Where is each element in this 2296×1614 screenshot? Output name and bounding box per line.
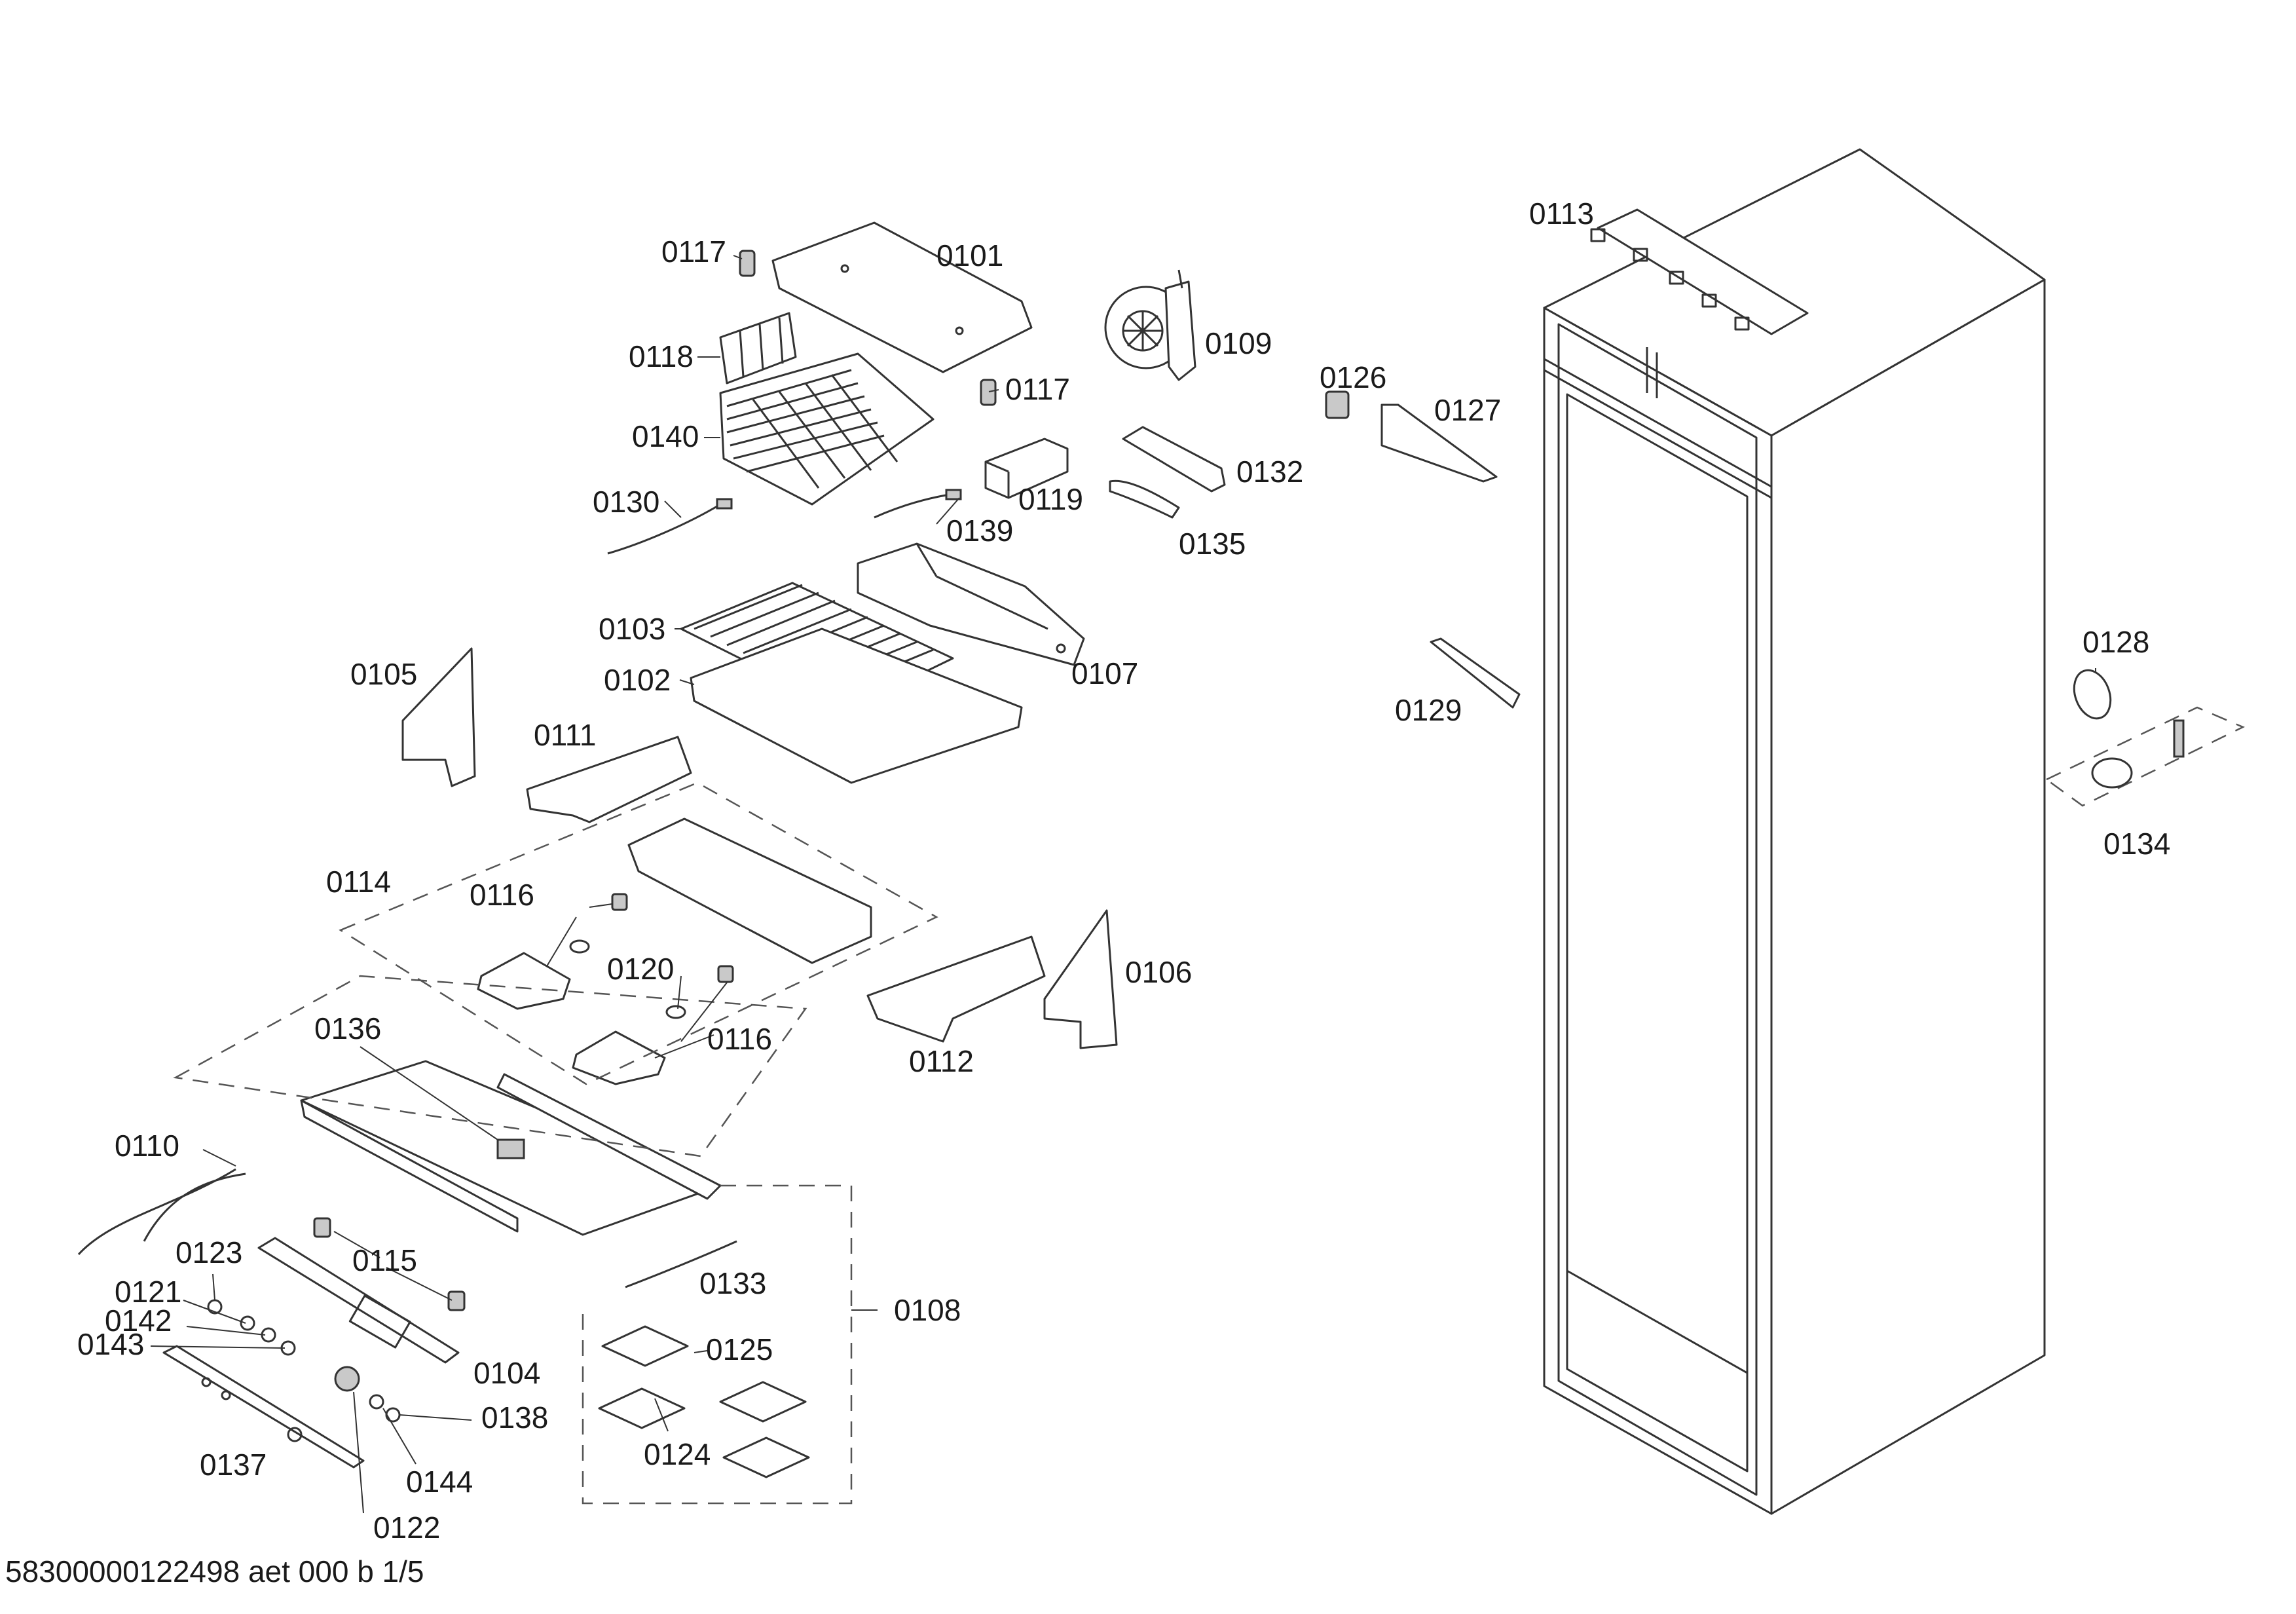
- part-label-0111: 0111: [534, 718, 597, 752]
- wire-harness-drawing: [607, 503, 721, 555]
- part-label-0117: 0117: [661, 235, 726, 269]
- part-label-0106: 0106: [1125, 955, 1192, 989]
- lamp-bracket-drawing: [627, 817, 872, 964]
- evaporator-drawing: [719, 352, 935, 506]
- handle-drawing: [1109, 479, 1180, 519]
- switch-drawing: [313, 1217, 331, 1238]
- holder-drawing: [526, 736, 692, 823]
- hinge-kit-drawing: [2045, 706, 2245, 807]
- front-plate-drawing: [162, 1345, 365, 1469]
- knob-drawing: [385, 1407, 401, 1423]
- lower-holder-drawing: [866, 935, 1046, 1043]
- part-label-0144: 0144: [406, 1465, 473, 1499]
- assembly-boundary: [173, 975, 807, 1157]
- part-label-0123: 0123: [176, 1235, 242, 1269]
- cabinet-drawing: [1543, 148, 2046, 1515]
- ring-drawing: [2073, 669, 2112, 720]
- assembly-boundary: [582, 1184, 853, 1505]
- part-label-0132: 0132: [1236, 455, 1303, 489]
- part-label-0104: 0104: [473, 1356, 540, 1390]
- part-label-0142: 0142: [105, 1304, 172, 1338]
- part-label-0119: 0119: [1018, 482, 1083, 516]
- handle-drawing: [1122, 426, 1226, 493]
- part-labels: 0117 0101 0118 0109 0117 0140 0119 0132 …: [77, 197, 2170, 1545]
- part-label-0124: 0124: [644, 1437, 711, 1471]
- label-plate-drawing: [1380, 404, 1498, 483]
- part-label-0113: 0113: [1529, 197, 1594, 231]
- insulation-block-drawing: [719, 312, 797, 385]
- document-code: 58300000122498 aet 000 b 1/5: [5, 1554, 424, 1588]
- part-label-0117: 0117: [1005, 372, 1070, 406]
- side-bracket-drawing: [401, 647, 476, 787]
- knob-drawing: [334, 1366, 360, 1392]
- part-label-0135: 0135: [1179, 527, 1246, 561]
- clip-drawing: [980, 379, 997, 406]
- part-label-0130: 0130: [593, 485, 659, 519]
- drip-tray-drawing: [690, 628, 1023, 784]
- lamp-cover-drawing: [477, 893, 734, 1085]
- control-housing-drawing: [300, 1060, 722, 1236]
- part-label-0120: 0120: [607, 952, 674, 986]
- part-label-0105: 0105: [350, 657, 417, 691]
- part-label-0116: 0116: [707, 1022, 772, 1056]
- side-bracket-drawing: [1043, 909, 1118, 1049]
- part-label-0116: 0116: [470, 878, 534, 912]
- part-label-0122: 0122: [373, 1511, 440, 1545]
- part-label-0139: 0139: [946, 514, 1013, 548]
- part-label-0112: 0112: [909, 1044, 974, 1078]
- part-label-0138: 0138: [481, 1400, 548, 1435]
- air-duct-drawing: [857, 542, 1085, 666]
- clip-drawing: [739, 250, 756, 277]
- part-label-0133: 0133: [699, 1266, 766, 1300]
- part-label-0125: 0125: [706, 1332, 773, 1366]
- part-label-0109: 0109: [1205, 326, 1272, 360]
- assembly-boundary: [339, 781, 938, 1085]
- wire-harness-drawing: [874, 493, 950, 519]
- part-label-0129: 0129: [1395, 693, 1462, 727]
- part-label-0126: 0126: [1320, 360, 1386, 394]
- part-label-0136: 0136: [314, 1011, 381, 1045]
- part-label-0143: 0143: [77, 1327, 144, 1361]
- part-label-0137: 0137: [200, 1448, 267, 1482]
- switch-drawing: [1325, 390, 1350, 419]
- part-label-0110: 0110: [115, 1129, 179, 1163]
- part-label-0128: 0128: [2083, 625, 2149, 659]
- wire-harness-drawing: [625, 1240, 737, 1288]
- sensor-module-drawing: [984, 438, 1069, 499]
- top-bracket-drawing: [1590, 208, 1809, 335]
- fan-drawing: [1104, 269, 1196, 381]
- knob-drawing: [207, 1299, 296, 1356]
- part-label-0114: 0114: [326, 865, 391, 899]
- part-label-0102: 0102: [604, 663, 671, 697]
- part-label-0140: 0140: [632, 419, 699, 453]
- leader-lines: [150, 255, 2096, 1514]
- part-label-0108: 0108: [894, 1293, 961, 1327]
- part-label-0115: 0115: [352, 1243, 417, 1277]
- part-label-0121: 0121: [115, 1275, 181, 1309]
- part-label-0118: 0118: [629, 339, 694, 373]
- knob-drawing: [369, 1394, 384, 1410]
- seal-strip-drawing: [1430, 637, 1521, 709]
- top-cover-drawing: [771, 221, 1033, 373]
- part-label-0107: 0107: [1071, 656, 1138, 690]
- control-panel-drawing: [257, 1237, 460, 1364]
- gasket-drawing: [598, 1325, 810, 1478]
- part-label-0127: 0127: [1434, 393, 1501, 427]
- part-label-0103: 0103: [599, 612, 665, 646]
- wire-harness-drawing: [77, 1168, 246, 1256]
- switch-drawing: [447, 1290, 466, 1311]
- part-label-0134: 0134: [2103, 827, 2170, 861]
- part-label-0101: 0101: [936, 238, 1003, 272]
